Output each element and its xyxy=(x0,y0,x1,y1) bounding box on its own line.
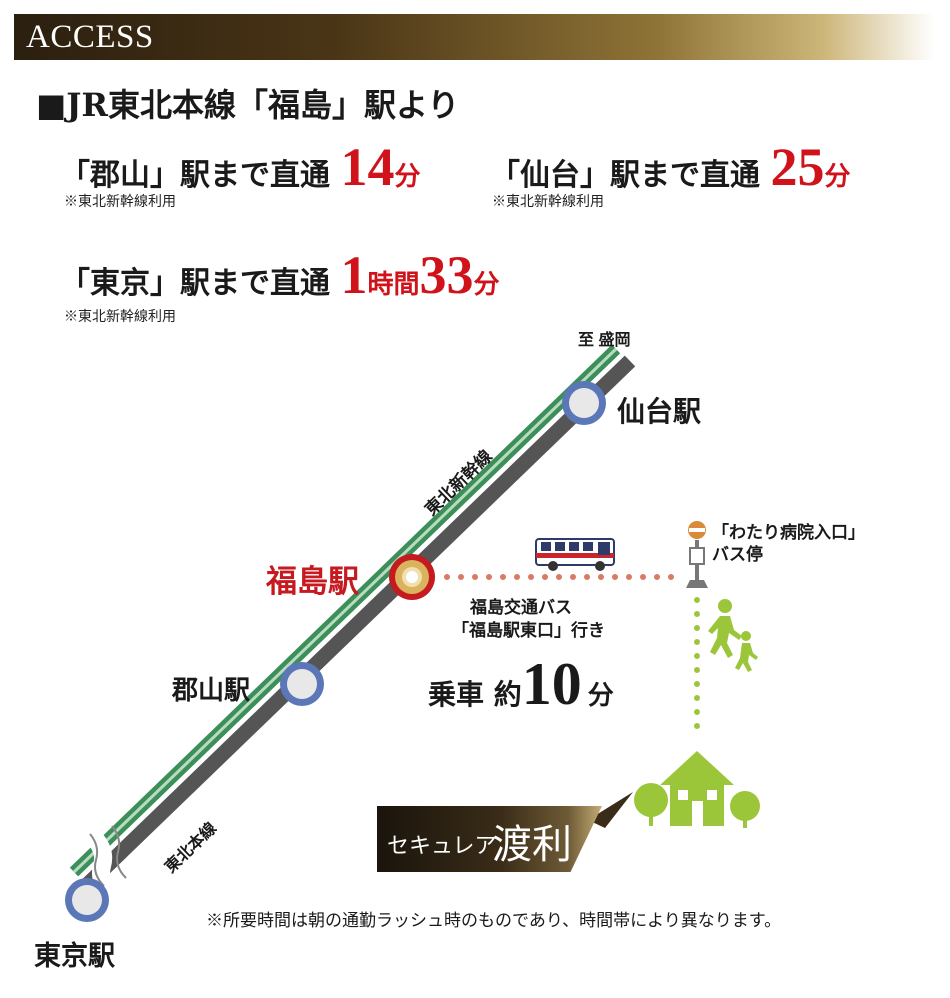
route-tokyo-dest: 「東京」駅まで直通 xyxy=(60,266,330,301)
line-break-mark xyxy=(88,825,127,899)
station-fukushima-marker xyxy=(389,554,435,600)
direction-label: 至 盛岡 xyxy=(578,332,631,349)
station-koriyama-label: 郡山駅 xyxy=(172,676,251,706)
house-icon xyxy=(634,751,760,828)
bus-minutes-unit: 分 xyxy=(587,681,614,711)
route-tokyo-value1: 1 xyxy=(340,245,368,305)
route-sendai-note: ※東北新幹線利用 xyxy=(492,193,604,209)
route-sendai-unit: 分 xyxy=(824,162,851,191)
route-sendai-dest: 「仙台」駅まで直通 xyxy=(490,158,760,193)
header-title: ACCESS xyxy=(26,19,154,55)
route-sendai: 「仙台」駅まで直通 25分 xyxy=(490,136,850,198)
station-fukushima-label: 福島駅 xyxy=(266,564,359,600)
route-koriyama-dest: 「郡山」駅まで直通 xyxy=(60,158,330,193)
route-tokyo-unit2: 分 xyxy=(473,270,500,299)
station-tokyo-label: 東京駅 xyxy=(34,941,115,972)
walking-people-icon xyxy=(708,599,758,672)
property-name: 渡利 xyxy=(492,822,572,868)
logo-pointer xyxy=(588,792,633,828)
route-tokyo: 「東京」駅まで直通 1時間33分 xyxy=(60,244,499,306)
station-tokyo-marker xyxy=(65,878,109,922)
bus-info: 福島交通バス 「福島駅東口」行き xyxy=(452,596,605,642)
route-koriyama-unit: 分 xyxy=(394,162,421,191)
bus-minutes: 10 xyxy=(521,651,582,717)
route-koriyama: 「郡山」駅まで直通 14分 xyxy=(60,136,420,198)
bus-bound: 「福島駅東口」行き xyxy=(452,621,605,640)
station-sendai-label: 仙台駅 xyxy=(617,395,702,428)
route-sendai-value: 25 xyxy=(770,137,825,197)
header-banner: ACCESS xyxy=(14,14,934,60)
route-tokyo-unit1: 時間 xyxy=(367,270,420,299)
route-tokyo-note: ※東北新幹線利用 xyxy=(64,308,176,324)
route-koriyama-note: ※東北新幹線利用 xyxy=(64,193,176,209)
station-koriyama-marker xyxy=(280,662,324,706)
footnote: ※所要時間は朝の通勤ラッシュ時のものであり、時間帯により異なります。 xyxy=(206,911,782,931)
bus-company: 福島交通バス xyxy=(470,598,572,617)
bus-stop-label: 「わたり病院入口」 バス停 xyxy=(712,522,865,566)
bus-icon xyxy=(535,538,615,571)
bus-stop-name: 「わたり病院入口」 xyxy=(712,523,865,542)
property-logo: セキュレア 渡利 xyxy=(377,806,602,872)
bus-stop-suffix: バス停 xyxy=(712,545,763,564)
bus-ride-label: 乗車 xyxy=(428,678,485,711)
route-koriyama-value: 14 xyxy=(340,137,395,197)
intro-heading: ■JR東北本線「福島」駅より xyxy=(36,86,460,124)
tohoku-main-line xyxy=(82,355,636,890)
property-kana: セキュレア xyxy=(387,834,497,859)
bus-stop-icon xyxy=(686,521,708,588)
station-sendai-marker xyxy=(562,381,606,425)
bus-approx-label: 約 xyxy=(493,678,522,711)
route-tokyo-value2: 33 xyxy=(419,245,474,305)
